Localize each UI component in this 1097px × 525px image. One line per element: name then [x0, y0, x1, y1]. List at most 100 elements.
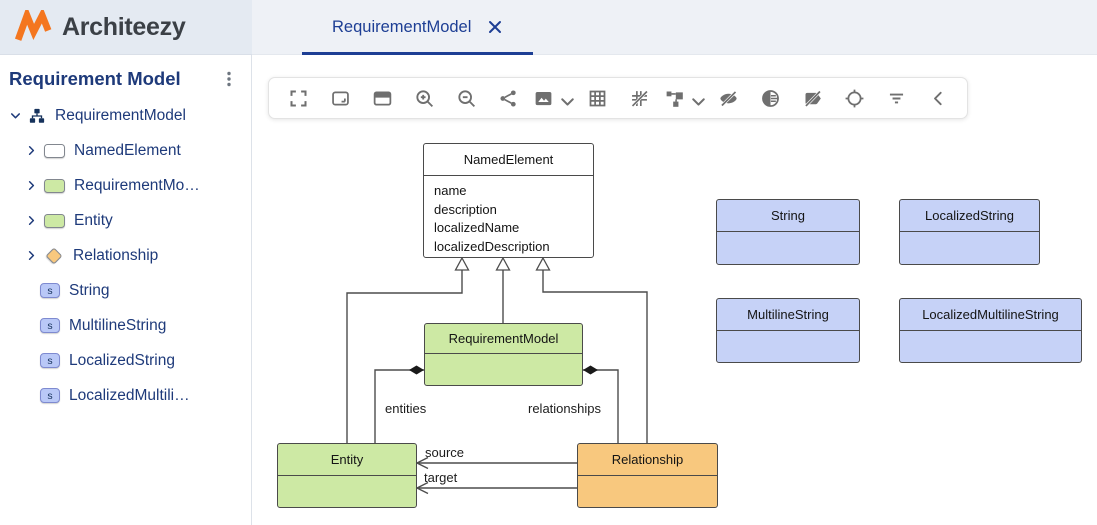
node-title: RequirementModel [425, 324, 582, 354]
auto-layout-button[interactable] [660, 79, 707, 117]
filter-icon [889, 93, 903, 103]
tree-item-label: Entity [74, 211, 113, 229]
snap-off-icon [630, 89, 648, 107]
chevron-right-icon[interactable] [24, 213, 39, 228]
composition-diamond-icon [583, 365, 598, 375]
node-localizedstring[interactable]: LocalizedString [899, 199, 1040, 265]
share-button[interactable] [487, 79, 529, 117]
inheritance-arrow-icon [535, 256, 551, 271]
focus-button[interactable] [833, 79, 875, 117]
tree-item-label: LocalizedString [69, 351, 175, 369]
fit-to-screen-button[interactable] [319, 79, 361, 117]
chevron-right-icon[interactable] [24, 143, 39, 158]
open-arrow-icon [415, 481, 429, 495]
node-requirementmodel[interactable]: RequirementModel [424, 323, 583, 386]
sidebar-title: Requirement Model [9, 68, 181, 89]
chevron-right-icon[interactable] [24, 178, 39, 193]
tree-item-label: RequirementMo… [74, 176, 200, 194]
node-attribute: localizedDescription [434, 238, 550, 254]
tree-item-string[interactable]: s String [0, 273, 251, 308]
dropdown-chevron-icon[interactable] [688, 91, 705, 106]
hide-elements-icon [719, 90, 737, 107]
tree-item-label: Relationship [73, 246, 159, 264]
tree-item-requirementmodel[interactable]: RequirementModel [0, 98, 251, 133]
node-attribute: localizedName [434, 220, 520, 235]
zoom-out-button[interactable] [445, 79, 487, 117]
header-panel-button[interactable] [361, 79, 403, 117]
focus-icon [845, 89, 863, 107]
string-icon: s [40, 283, 60, 298]
filter-button[interactable] [875, 79, 917, 117]
zoom-in-button[interactable] [403, 79, 445, 117]
string-icon: s [40, 353, 60, 368]
snap-off-button[interactable] [618, 79, 660, 117]
node-entity[interactable]: Entity [277, 443, 417, 508]
tree-item-namedelement[interactable]: NamedElement [0, 133, 251, 168]
sidebar-menu-button[interactable] [219, 68, 239, 90]
class-green-icon [44, 178, 65, 193]
tree-item-relationship[interactable]: Relationship [0, 238, 251, 273]
fullscreen-icon [289, 89, 307, 107]
collapse-icon [933, 91, 942, 105]
collapse-button[interactable] [917, 79, 959, 117]
tree-item-entity[interactable]: Entity [0, 203, 251, 238]
app-brand-name: Architeezy [62, 12, 186, 41]
contrast-button[interactable] [749, 79, 791, 117]
tree-item-label: LocalizedMultili… [69, 386, 190, 404]
node-title: MultilineString [717, 299, 859, 331]
app-logo-icon [14, 10, 52, 41]
node-title: String [717, 200, 859, 232]
tree-item-requirementmo[interactable]: RequirementMo… [0, 168, 251, 203]
string-icon: s [40, 318, 60, 333]
sidebar-header: Requirement Model [0, 55, 251, 94]
open-arrow-icon [415, 456, 429, 470]
edge-label-target: target [424, 470, 458, 485]
kebab-icon [227, 71, 231, 87]
tab-requirementmodel[interactable]: RequirementModel [302, 0, 534, 55]
fullscreen-button[interactable] [277, 79, 319, 117]
tree-item-localizedmultili[interactable]: s LocalizedMultili… [0, 378, 251, 413]
node-title: Relationship [578, 444, 717, 476]
chevron-down-icon[interactable] [8, 108, 23, 123]
node-string[interactable]: String [716, 199, 860, 265]
grid-button[interactable] [576, 79, 618, 117]
tree-item-localizedstring[interactable]: s LocalizedString [0, 343, 251, 378]
tab-close-icon[interactable] [487, 19, 503, 35]
node-title: Entity [278, 444, 416, 476]
export-image-button[interactable] [529, 79, 576, 117]
edge-relationship-to-namedelement[interactable] [542, 269, 648, 443]
edge-entities[interactable] [374, 369, 424, 443]
auto-layout-icon [666, 91, 683, 107]
node-relationship[interactable]: Relationship [577, 443, 718, 508]
tree-item-label: String [69, 281, 110, 299]
app-logo-area: Architeezy [0, 0, 252, 55]
header-panel-icon [373, 91, 391, 105]
node-localizedmultilinestring[interactable]: LocalizedMultilineString [899, 298, 1082, 363]
chevron-right-icon[interactable] [24, 248, 39, 263]
dropdown-chevron-icon[interactable] [557, 91, 574, 106]
label-off-button[interactable] [791, 79, 833, 117]
node-attribute: name [434, 183, 467, 198]
tab-label: RequirementModel [332, 17, 472, 36]
zoom-out-icon [457, 89, 475, 107]
class-green-icon [44, 213, 65, 228]
model-icon [28, 107, 46, 125]
tree-item-multilinestring[interactable]: s MultilineString [0, 308, 251, 343]
class-white-icon [44, 143, 65, 158]
node-title: NamedElement [424, 144, 593, 176]
edge-label-entities: entities [385, 401, 427, 416]
node-multilinestring[interactable]: MultilineString [716, 298, 860, 363]
tree-item-label: MultilineString [69, 316, 167, 334]
edge-label-source: source [425, 445, 465, 460]
grid-icon [589, 90, 605, 106]
hide-elements-button[interactable] [707, 79, 749, 117]
string-icon: s [40, 388, 60, 403]
diagram-toolbar [268, 77, 968, 119]
tree-item-label: NamedElement [74, 141, 181, 159]
label-off-icon [804, 89, 821, 107]
edge-entity-to-namedelement[interactable] [346, 269, 463, 443]
